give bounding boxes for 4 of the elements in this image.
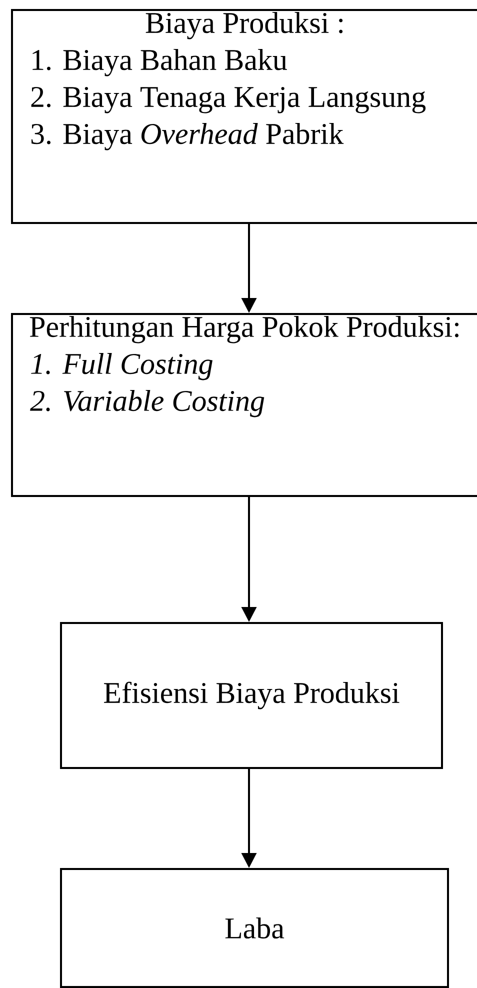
process-box: Perhitungan Harga Pokok Produksi: 1. Full Costing 2. Variable Costing	[11, 313, 477, 497]
process-box: Laba	[60, 868, 449, 988]
process-box: Biaya Produksi : 1. Biaya Bahan Baku 2. Biaya Tenaga Kerja Langsung 3. Biaya Overhead Pabrik	[11, 9, 477, 224]
process-box: Efisiensi Biaya Produksi	[60, 622, 443, 769]
